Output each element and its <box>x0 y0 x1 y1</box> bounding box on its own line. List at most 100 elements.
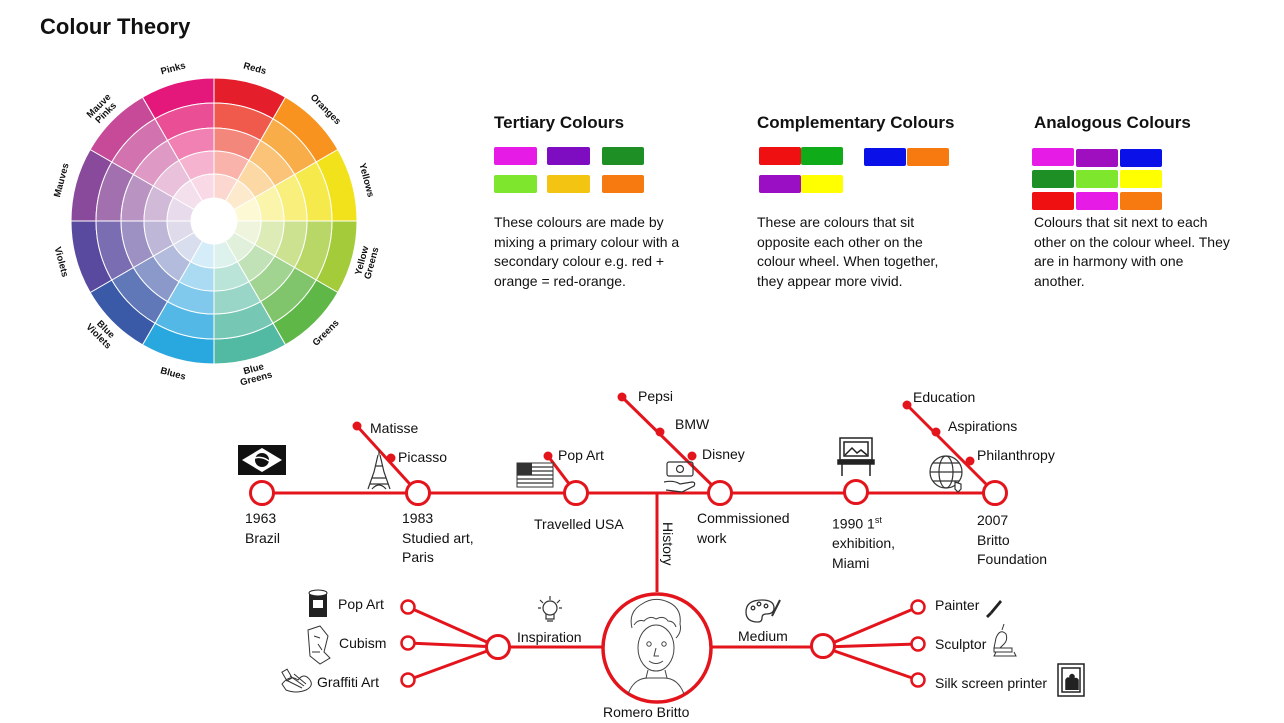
desc-line: These are colours that sit <box>757 214 915 230</box>
lightbulb-icon <box>538 596 562 622</box>
medium-item-silk-screen-printer: Silk screen printer <box>935 675 1048 691</box>
money-hand-icon <box>663 461 696 493</box>
branch-label-pop-art: Pop Art <box>558 447 604 463</box>
desc-line: other on the colour wheel. They <box>1034 233 1230 250</box>
branch-label-education: Education <box>913 389 976 405</box>
medium-item-painter: Painter <box>935 597 980 613</box>
label-line: 1983 <box>402 510 434 526</box>
paintbrush-icon <box>986 600 1002 618</box>
desc-line: Colours that sit next to each <box>1034 214 1208 230</box>
artist-name: Romero Britto <box>603 704 690 720</box>
desc-line: another. <box>1034 272 1085 289</box>
tertiary-swatches <box>494 147 654 195</box>
analogous-swatch <box>1120 192 1162 210</box>
label-line: Commissioned <box>697 510 790 526</box>
analogous-swatch <box>1032 170 1074 188</box>
dot <box>655 427 665 437</box>
inspiration-label: Inspiration <box>517 629 582 645</box>
inspiration-item-cubism: Cubism <box>339 635 387 651</box>
paint-can-icon <box>308 589 328 617</box>
wheel-segment <box>189 173 215 202</box>
desc-line: opposite each other on the <box>757 233 923 250</box>
label-line: Miami <box>832 554 870 571</box>
tertiary-swatch <box>602 147 644 165</box>
complementary-swatch <box>907 148 949 166</box>
analogous-swatch <box>1120 170 1162 188</box>
timeline-label-2007: 2007 Britto Foundation <box>977 511 1047 570</box>
label-line: Brazil <box>245 529 281 546</box>
tertiary-swatch <box>602 175 644 193</box>
complementary-swatch <box>801 175 843 193</box>
analogous-title: Analogous Colours <box>1034 113 1191 132</box>
branch-line <box>620 395 722 495</box>
leaf-node <box>910 636 926 652</box>
branch-label-disney: Disney <box>702 446 745 462</box>
desc-line: orange = red-orange. <box>494 272 626 289</box>
analogous-swatch <box>1076 170 1118 188</box>
branch-label-picasso: Picasso <box>398 449 448 465</box>
dot <box>543 451 553 461</box>
desc-line: they appear more vivid. <box>757 272 903 289</box>
branch-line <box>822 642 919 649</box>
desc-line: are in harmony with one <box>1034 253 1184 269</box>
leaf-node <box>400 635 416 651</box>
branch-label-philanthropy: Philanthropy <box>977 447 1055 463</box>
label-line: work <box>697 529 727 546</box>
analogous-swatch <box>1032 148 1074 166</box>
cubist-face-icon <box>307 625 331 665</box>
timeline-label-1983: 1983 Studied art, Paris <box>402 509 474 568</box>
branch-line <box>407 645 499 682</box>
leaf-node <box>910 599 926 615</box>
dot <box>386 453 396 463</box>
tertiary-title: Tertiary Colours <box>494 113 625 132</box>
timeline-label-1990: 1990 1st exhibition, Miami <box>832 511 895 573</box>
colour-wheel: RedsOrangesYellowsYellowGreensGreensBlue… <box>52 60 382 388</box>
complementary-swatches <box>759 147 951 195</box>
timeline-node-1983 <box>405 480 431 506</box>
screen-print-icon <box>1057 663 1085 697</box>
tertiary-description: These colours are made by mixing a prima… <box>494 213 724 291</box>
branch-line <box>822 605 919 649</box>
branch-label-matisse: Matisse <box>370 420 419 436</box>
medium-label: Medium <box>738 628 788 644</box>
branch-line <box>905 403 997 495</box>
analogous-swatch <box>1076 149 1118 167</box>
superscript: st <box>874 515 882 525</box>
label-line: 1990 1st <box>832 511 895 534</box>
complementary-swatch <box>759 147 801 165</box>
leaf-node <box>400 599 416 615</box>
branch-line <box>822 645 919 682</box>
dot <box>931 427 941 437</box>
history-label: History <box>660 522 676 566</box>
label-line: Travelled USA <box>534 516 624 532</box>
analogous-swatch <box>1076 192 1118 210</box>
sculpture-icon <box>993 623 1017 657</box>
palette-icon <box>745 599 781 623</box>
graffiti-spray-icon <box>281 668 312 693</box>
timeline-node-1990 <box>843 479 869 505</box>
analogous-swatches <box>1032 148 1164 212</box>
dot <box>965 456 975 466</box>
usa-flag-icon <box>516 462 554 488</box>
medium-node <box>810 633 836 659</box>
leaf-node <box>400 672 416 688</box>
page-title: Colour Theory <box>40 14 191 39</box>
tertiary-swatch <box>547 175 590 193</box>
desc-line: These colours are made by <box>494 214 664 230</box>
timeline-node-2007 <box>982 480 1008 506</box>
branch-label-pepsi: Pepsi <box>638 388 674 404</box>
analogous-swatch <box>1032 192 1074 210</box>
dot <box>617 392 627 402</box>
tertiary-swatch <box>547 147 590 165</box>
artist-portrait-icon <box>627 598 685 695</box>
timeline-node-1963 <box>249 480 275 506</box>
complementary-swatch <box>801 147 843 165</box>
branch-dots <box>352 392 975 466</box>
branch-label-bmw: BMW <box>675 416 710 432</box>
analogous-description: Colours that sit next to each other on t… <box>1034 213 1274 291</box>
branch-line <box>407 605 499 649</box>
timeline-label-1963: 1963 Brazil <box>245 509 280 548</box>
label-line: Paris <box>402 549 434 565</box>
dot <box>902 400 912 410</box>
